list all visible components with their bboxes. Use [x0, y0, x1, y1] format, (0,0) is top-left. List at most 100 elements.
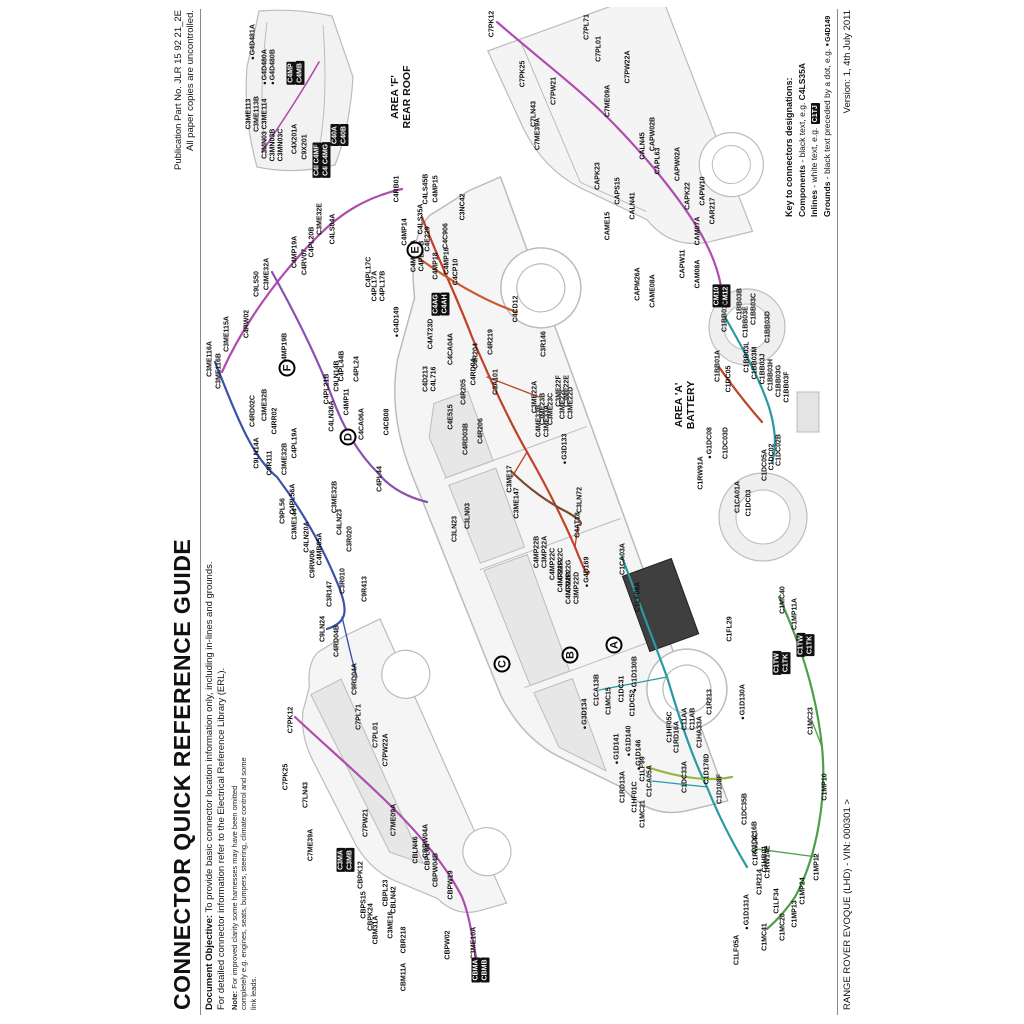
- ground-label: G4D480A: [262, 49, 269, 85]
- connector-label: CBLN46: [412, 836, 420, 864]
- connector-label: C3ME147: [513, 487, 521, 519]
- battery-inset: [708, 288, 820, 562]
- connector-label: C3LN03: [464, 502, 472, 530]
- connector-label: C9R111: [266, 450, 274, 476]
- key-box: Key to connectors designations: Componen…: [783, 12, 833, 217]
- connector-label: C3MP22D: [573, 571, 581, 605]
- connector-label: C7PK12: [488, 10, 496, 38]
- connector-label: CBM31A: [372, 915, 380, 945]
- connector-label: CAPW02A: [674, 146, 682, 182]
- connector-label: C1DC05A: [761, 449, 769, 481]
- car-windows: [428, 390, 607, 772]
- key-row-components: Components - black text, e.g. C4LS35A: [797, 62, 808, 217]
- connector-label: C3ME32B: [261, 388, 269, 422]
- connector-label: C4AT23D: [427, 318, 435, 350]
- harness-lime: [645, 765, 734, 781]
- inline-connector-label: C4MG: [321, 141, 331, 167]
- connector-label: C4MP22D: [565, 571, 573, 605]
- key-row-inlines: Inlines - white text, e.g. C1TJ: [809, 103, 821, 217]
- connector-label: CBPS15: [360, 891, 368, 919]
- connector-label: C4MP22G: [557, 559, 565, 593]
- footer-rule: [837, 9, 838, 1015]
- connector-label: C1DC03: [745, 489, 753, 517]
- connector-label: C4MP16: [443, 247, 451, 275]
- battery-box: [621, 557, 700, 653]
- inline-connector-label: CBMA: [471, 957, 481, 983]
- connector-label: C4PL24: [353, 356, 361, 382]
- connector-label: CBPW19: [447, 870, 455, 900]
- ground-label: G1D141: [614, 734, 621, 765]
- connector-label: C1LF05A: [733, 934, 741, 966]
- connector-label: C4PL44: [376, 466, 384, 492]
- connector-label: CAPW11: [679, 249, 687, 279]
- connector-label: C4PL19A: [291, 427, 299, 459]
- connector-label: C1RD16A: [673, 721, 681, 753]
- connector-label: C4AT18: [574, 512, 582, 538]
- connector-label: C3ME113B: [253, 96, 261, 132]
- connector-label: C1MC23: [807, 707, 815, 735]
- ground-label: G1D130A: [740, 684, 747, 720]
- aux-car-right: [486, 7, 764, 245]
- harness-green-front: [765, 595, 825, 931]
- connector-label: C4MP22B: [533, 535, 541, 569]
- ground-label: G1DC08: [707, 427, 714, 459]
- connector-label: CAM07A: [694, 216, 702, 246]
- connector-label: C1MC15: [605, 687, 613, 715]
- connector-label: CBPK12: [357, 861, 365, 889]
- connector-label: C1MC41: [761, 923, 769, 951]
- connector-label: C3ME116A: [206, 341, 214, 377]
- connector-label: C3R020: [346, 526, 354, 552]
- harness-orange: [415, 255, 519, 314]
- connector-label: C4C906: [442, 223, 450, 249]
- inline-connector-label: C40B: [339, 124, 349, 146]
- inline-connector-label: C4MF: [312, 142, 322, 166]
- connector-label: C1R213: [706, 689, 714, 715]
- connector-label: CAPL63: [654, 147, 662, 175]
- connector-label: C1MP12: [813, 853, 821, 881]
- connector-label: C4E229: [424, 226, 432, 252]
- connector-label: C11AA: [681, 707, 689, 731]
- connector-label: C7PL71: [355, 704, 363, 730]
- connector-label: C4CA04A: [447, 333, 455, 365]
- harness-blue-roof: [213, 360, 346, 631]
- connector-label: C1RW14C: [752, 832, 760, 866]
- connector-label: C7ME09A: [604, 84, 612, 118]
- connector-label: C4MP18: [432, 252, 440, 280]
- connector-label: C3ME32B: [331, 480, 339, 514]
- connector-label: C7ME39A: [307, 828, 315, 862]
- connector-label: C4PL21B: [323, 373, 331, 405]
- connector-label: C1MP13: [791, 900, 799, 928]
- connector-label: C1LF08A: [634, 581, 642, 613]
- ground-label: G1D131A: [744, 894, 751, 930]
- inline-connector-label: C1TK: [781, 651, 791, 675]
- connector-label: C1BB03L: [743, 341, 751, 373]
- connector-label: C3ME32A: [263, 257, 271, 291]
- connector-label: CBLN42: [390, 886, 398, 914]
- connector-label: C4MP14: [401, 218, 409, 246]
- connector-label: C1CA01A: [734, 481, 742, 513]
- connector-label: C1CA03A: [619, 543, 627, 575]
- connector-label: C4LN36A: [328, 400, 336, 432]
- diagram-art: [213, 7, 825, 964]
- connector-label: C1R214: [756, 869, 764, 895]
- connector-label: C3ME116B: [215, 353, 223, 389]
- zone-marker-F: F: [278, 359, 296, 377]
- inline-connector-label: C4MB: [295, 61, 305, 85]
- connector-label: C1BB03H: [767, 359, 775, 391]
- connector-label: C1D108F: [716, 774, 724, 804]
- harness-teal-battery: [723, 315, 776, 464]
- connector-label: C4MP15: [432, 175, 440, 203]
- connector-label: C7PW21: [550, 76, 558, 106]
- connector-label: C3MN03B: [269, 128, 277, 162]
- connector-label: C4D213: [422, 366, 430, 392]
- connector-label: C3ME144: [291, 508, 299, 540]
- version-footer: Version: 1, 4th July 2011: [842, 10, 853, 114]
- connector-label: C1DC33A: [681, 761, 689, 793]
- connector-label: C4MB05A: [316, 532, 324, 566]
- connector-label: C7PL71: [583, 14, 591, 40]
- connector-label: C3MP22A: [541, 535, 549, 569]
- connector-label: C1DC52: [629, 689, 637, 717]
- aux-car-front-left: [301, 618, 512, 913]
- zone-marker-D: D: [339, 428, 357, 446]
- connector-label: C4MP22C: [549, 547, 557, 581]
